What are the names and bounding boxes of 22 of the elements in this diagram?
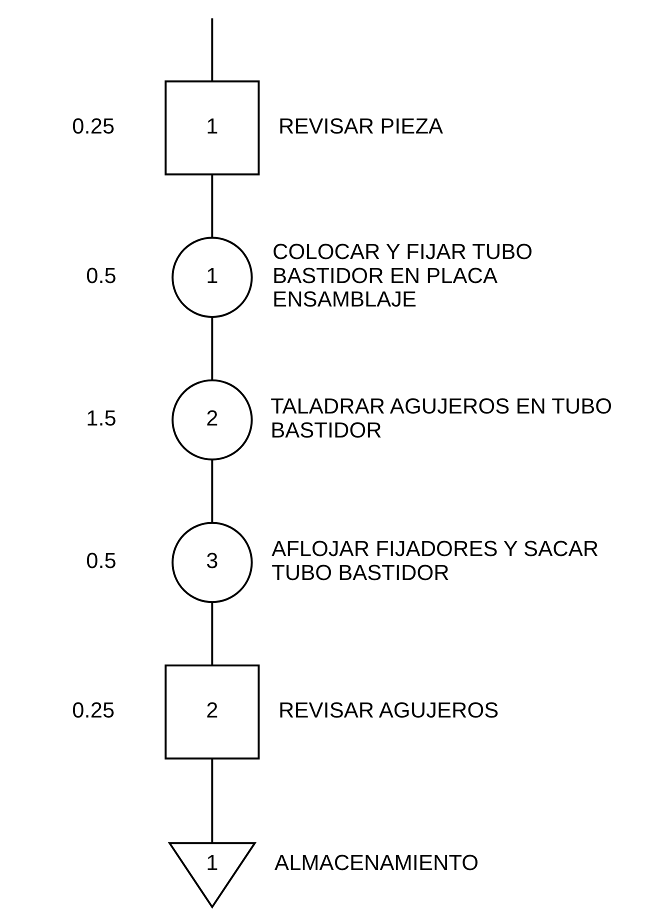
- connector: [210, 602, 213, 666]
- node-box: 2: [164, 664, 260, 760]
- connector: [210, 317, 213, 380]
- node-circle: 3: [171, 522, 252, 604]
- node-label: 0.25: [72, 113, 114, 138]
- node-box: 1: [164, 80, 260, 176]
- node-circle: 1: [171, 236, 252, 318]
- node-label: COLOCAR Y FIJAR TUBO BASTIDOR EN PLACA ENSAMBLAJE: [272, 239, 532, 312]
- node-label: 0.5: [86, 548, 116, 574]
- node-label: AFLOJAR FIJADORES Y SACAR TUBO BASTIDOR: [271, 536, 598, 585]
- node-label: ALMACENAMIENTO: [274, 850, 478, 875]
- connector: [210, 175, 213, 238]
- node-label: 1.5: [86, 405, 116, 430]
- node-label: REVISAR PIEZA: [278, 113, 443, 138]
- node-label: TALADRAR AGUJEROS EN TUBO BASTIDOR: [270, 394, 612, 442]
- node-circle: 2: [171, 379, 252, 460]
- connector: [210, 758, 213, 843]
- node-label: 0.25: [72, 698, 114, 723]
- connector: [210, 18, 213, 82]
- node-label: 0.5: [86, 262, 116, 288]
- node-label: REVISAR AGUJEROS: [278, 698, 498, 723]
- connector: [210, 460, 213, 523]
